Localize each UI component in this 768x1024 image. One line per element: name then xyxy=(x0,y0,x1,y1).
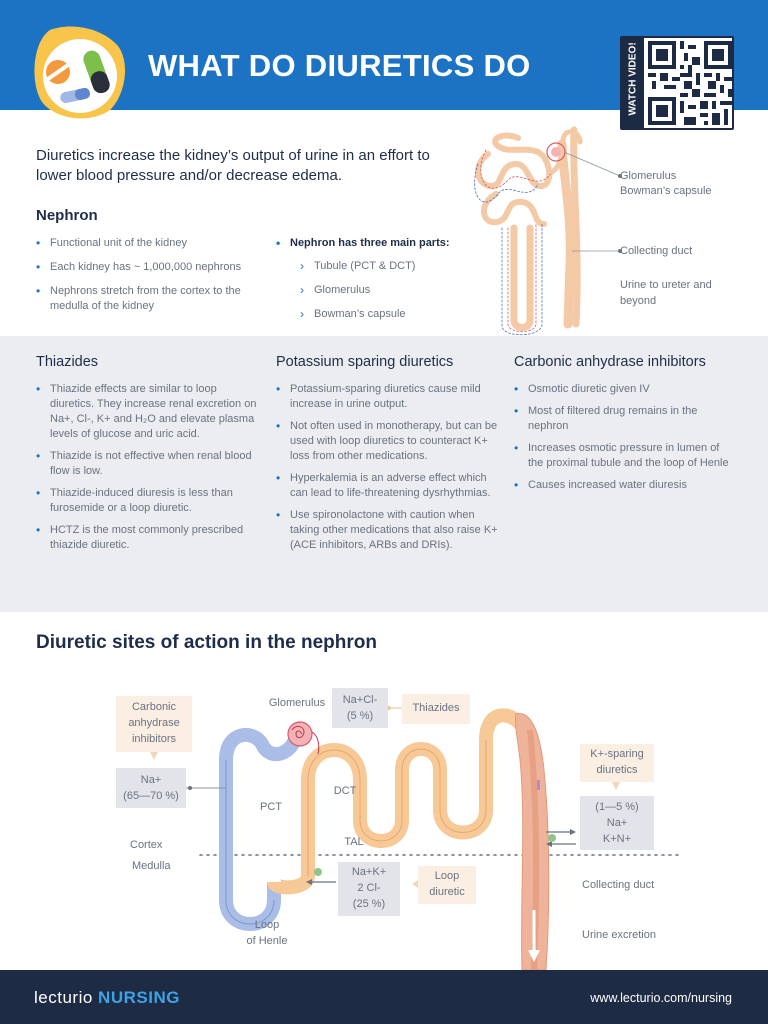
header-bar: WHAT DO DIURETICS DO WATCH VIDEO! xyxy=(0,0,768,130)
loop-of-henle-label-2: of Henle xyxy=(246,935,288,947)
qr-label: WATCH VIDEO! xyxy=(627,42,639,116)
column-list: Potassium-sparing diuretics cause mild i… xyxy=(276,382,498,553)
list-item: Thiazide effects are similar to loop diu… xyxy=(36,382,258,442)
pct-label: PCT xyxy=(260,801,282,813)
sites-of-action-diagram: Carbonic anhydrase inhibitors Na+ (65—70… xyxy=(0,670,768,970)
label-collecting-duct: Collecting duct xyxy=(620,245,693,257)
medulla-label: Medulla xyxy=(132,860,171,872)
brand-sub: NURSING xyxy=(98,988,180,1007)
tal-label: TAL xyxy=(344,836,364,848)
loop-diuretic-label-1: Loop xyxy=(434,870,460,882)
list-item: Not often used in monotherapy, but can b… xyxy=(276,419,498,464)
column-heading: Thiazides xyxy=(36,354,99,370)
pills-logo-icon xyxy=(34,26,125,119)
list-item: Use spironolactone with caution when tak… xyxy=(276,508,498,553)
list-item: Potassium-sparing diuretics cause mild i… xyxy=(276,382,498,412)
k-sparing-label-1: K+-sparing xyxy=(590,748,644,760)
intro-text: Diuretics increase the kidney’s output o… xyxy=(36,147,430,184)
nephron-illustration xyxy=(474,126,622,336)
cortex-label: Cortex xyxy=(130,839,163,851)
nephron-parts-list: Nephron has three main parts: Tubule (PC… xyxy=(276,236,486,331)
pct-value-2: (65—70 %) xyxy=(123,790,179,802)
column-heading: Carbonic anhydrase inhibitors xyxy=(514,354,706,370)
column-potassium-sparing: Potassium sparing diuretics Potassium-sp… xyxy=(276,354,498,560)
column-list: Osmotic diuretic given IV Most of filter… xyxy=(514,382,736,493)
cai-label-1: Carbonic xyxy=(131,701,177,713)
dct-label: DCT xyxy=(333,785,357,797)
thiazides-box xyxy=(402,694,470,724)
cd-value-box xyxy=(580,796,654,850)
column-list: Thiazide effects are similar to loop diu… xyxy=(36,382,258,553)
nephron-diagram-svg xyxy=(150,704,683,970)
column-carbonic-anhydrase: Carbonic anhydrase inhibitors Osmotic di… xyxy=(514,354,736,500)
collecting-duct-label: Collecting duct xyxy=(582,879,655,891)
list-item: HCTZ is the most commonly prescribed thi… xyxy=(36,523,258,553)
pct-value-1: Na+ xyxy=(140,774,162,786)
k-sparing-box xyxy=(580,744,654,782)
parts-heading: Nephron has three main parts: xyxy=(290,237,450,249)
loop-value-box xyxy=(338,862,400,916)
list-item: Nephron has three main parts: Tubule (PC… xyxy=(276,236,486,322)
list-item: Thiazide-induced diuresis is less than f… xyxy=(36,486,258,516)
page-title: WHAT DO DIURETICS DO xyxy=(148,48,531,83)
list-item: Bowman’s capsule xyxy=(290,307,486,322)
thiazide-value-box xyxy=(332,688,388,728)
list-item: Tubule (PCT & DCT) xyxy=(290,259,486,274)
footer-bar: lecturio NURSING www.lecturio.com/nursin… xyxy=(0,970,768,1024)
loop-diuretic-box xyxy=(418,866,476,904)
column-thiazides: Thiazides Thiazide effects are similar t… xyxy=(36,354,258,560)
label-urine-line2: beyond xyxy=(620,295,657,307)
loop-diuretic-label-2: diuretic xyxy=(429,886,465,898)
list-item: Causes increased water diuresis xyxy=(514,478,736,493)
watch-video-qr[interactable]: WATCH VIDEO! xyxy=(620,36,734,130)
label-urine-line1: Urine to ureter and xyxy=(620,279,712,291)
cd-value-1: (1—5 %) xyxy=(595,801,639,813)
thiazides-label: Thiazides xyxy=(412,702,460,714)
list-item: Osmotic diuretic given IV xyxy=(514,382,736,397)
loop-value-2: 2 Cl- xyxy=(357,882,381,894)
urine-excretion-label: Urine excretion xyxy=(582,929,656,941)
cd-value-3: K+N+ xyxy=(602,833,632,845)
qr-side-strip: WATCH VIDEO! xyxy=(622,38,644,128)
loop-value-1: Na+K+ xyxy=(351,866,387,878)
qr-code-icon xyxy=(648,41,732,125)
cd-value-2: Na+ xyxy=(606,817,628,829)
list-item: Increases osmotic pressure in lumen of t… xyxy=(514,441,736,471)
thiazide-value-1: Na+Cl- xyxy=(342,694,378,706)
list-item: Glomerulus xyxy=(290,283,486,298)
list-item: Most of filtered drug remains in the nep… xyxy=(514,404,736,434)
loop-of-henle-label-1: Loop xyxy=(254,919,280,931)
k-sparing-label-2: diuretics xyxy=(596,764,638,776)
lecturio-logo[interactable]: lecturio NURSING xyxy=(34,988,180,1008)
nephron-facts-list: Functional unit of the kidney Each kidne… xyxy=(36,236,258,323)
cai-label-2: anhydrase xyxy=(128,717,180,729)
label-glomerulus: Glomerulus xyxy=(620,170,677,182)
brand-main: lecturio xyxy=(34,988,93,1007)
list-item: Hyperkalemia is an adverse effect which … xyxy=(276,471,498,501)
label-bowmans-capsule: Bowman’s capsule xyxy=(620,185,712,197)
footer-url-link[interactable]: www.lecturio.com/nursing xyxy=(590,991,732,1005)
cai-box xyxy=(116,696,192,752)
cai-label-3: inhibitors xyxy=(131,733,177,745)
list-item: Thiazide is not effective when renal blo… xyxy=(36,449,258,479)
list-item: Functional unit of the kidney xyxy=(36,236,258,251)
glomerulus-label: Glomerulus xyxy=(268,697,326,709)
nephron-heading: Nephron xyxy=(36,207,98,224)
loop-value-3: (25 %) xyxy=(352,898,386,910)
list-item: Each kidney has ~ 1,000,000 nephrons xyxy=(36,260,258,275)
list-item: Nephrons stretch from the cortex to the … xyxy=(36,284,258,314)
parts-sublist: Tubule (PCT & DCT) Glomerulus Bowman’s c… xyxy=(290,259,486,322)
diagram-heading: Diuretic sites of action in the nephron xyxy=(36,632,377,653)
pct-value-box xyxy=(116,768,186,808)
thiazide-value-2: (5 %) xyxy=(346,710,374,722)
column-heading: Potassium sparing diuretics xyxy=(276,354,454,370)
